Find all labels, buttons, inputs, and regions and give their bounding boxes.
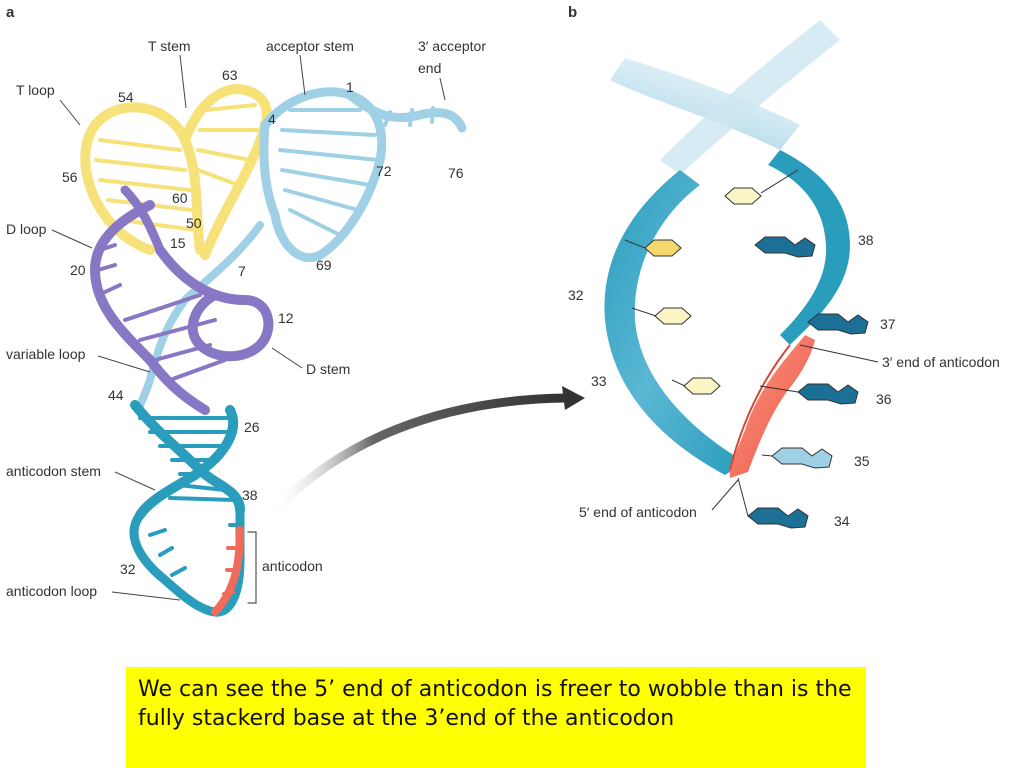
panel-a-letter: a [6, 4, 15, 21]
connecting-arrow [265, 386, 585, 520]
num-69: 69 [316, 257, 332, 273]
num-4: 4 [268, 111, 276, 127]
panel-b-bases [644, 187, 869, 529]
panel-a-numbers: 63 1 54 4 72 76 56 60 50 15 20 7 69 12 4… [62, 67, 464, 577]
upper-ribbon-1 [610, 58, 800, 150]
num-26: 26 [244, 419, 260, 435]
upper-ribbon-2 [660, 20, 840, 175]
t-stem-strand-1 [180, 84, 272, 145]
anticodon-stem-rungs [138, 416, 242, 577]
base-pyrimidine-32 [644, 239, 682, 257]
d-arm-rungs [96, 243, 227, 382]
acceptor-arm [134, 87, 467, 414]
num-76: 76 [448, 165, 464, 181]
anticodon-arm [129, 400, 257, 617]
num-b-38: 38 [858, 232, 874, 248]
acceptor-rungs [278, 106, 435, 237]
label-anticodon-stem: anticodon stem [6, 463, 101, 479]
num-b-32: 32 [568, 287, 584, 303]
num-32: 32 [120, 561, 136, 577]
caption-box: We can see the 5’ end of anticodon is fr… [126, 667, 866, 768]
panel-b: b [568, 4, 1000, 529]
base-purine-36 [797, 383, 859, 405]
panel-a-leaders [51, 54, 446, 601]
anticodon-base-ticks [222, 546, 240, 596]
num-60: 60 [172, 190, 188, 206]
anticodon-bases [211, 526, 244, 616]
panel-b-connectors [624, 169, 879, 517]
num-b-34: 34 [834, 513, 850, 529]
num-12: 12 [278, 310, 294, 326]
anticodon-ribbon-red-edge [729, 344, 791, 471]
base-purine-37 [807, 313, 869, 335]
anticodon-bracket [247, 531, 257, 604]
label-acceptor-stem: acceptor stem [266, 38, 354, 54]
num-44: 44 [108, 387, 124, 403]
num-50: 50 [186, 215, 202, 231]
label-anticodon: anticodon [262, 558, 323, 574]
num-56: 56 [62, 169, 78, 185]
d-stem-loop [155, 245, 274, 362]
acceptor-strand-1 [260, 87, 387, 263]
num-72: 72 [376, 163, 392, 179]
base-pyrimidine-33b [683, 377, 721, 395]
anticodon-stem-strand-1 [130, 400, 245, 515]
num-15: 15 [170, 235, 186, 251]
num-63: 63 [222, 67, 238, 83]
label-d-stem: D stem [306, 361, 350, 377]
label-t-loop: T loop [16, 82, 55, 98]
panel-b-letter: b [568, 4, 577, 21]
panel-a: a [6, 4, 486, 617]
caption-text: We can see the 5’ end of anticodon is fr… [138, 677, 852, 731]
num-7: 7 [238, 263, 246, 279]
acceptor-strand-2 [259, 120, 280, 220]
num-20: 20 [70, 262, 86, 278]
num-54: 54 [118, 89, 134, 105]
label-5-prime-end: 5′ end of anticodon [579, 504, 697, 520]
base-pyrimidine-top [724, 187, 762, 205]
num-b-36: 36 [876, 391, 892, 407]
base-pyrimidine-33a [654, 307, 692, 325]
d-loop-strand [89, 200, 210, 415]
label-variable-loop: variable loop [6, 346, 86, 362]
base-purine-34 [747, 507, 809, 529]
label-t-stem: T stem [148, 38, 191, 54]
num-b-37: 37 [880, 316, 896, 332]
acceptor-tail [345, 90, 467, 133]
label-d-loop: D loop [6, 221, 47, 237]
acceptor-down-strand [134, 221, 264, 414]
num-b-35: 35 [854, 453, 870, 469]
label-acceptor-end-2: end [418, 60, 441, 76]
num-1: 1 [346, 79, 354, 95]
d-arm [89, 185, 274, 415]
anticodon-loop-ribbon-right [768, 150, 850, 345]
anticodon-ribbon-red [729, 335, 815, 478]
t-loop-strand [80, 102, 205, 255]
t-arm-rungs [94, 103, 264, 232]
num-b-33: 33 [591, 373, 607, 389]
base-purine-38 [754, 236, 816, 258]
label-anticodon-loop: anticodon loop [6, 583, 97, 599]
num-38: 38 [242, 487, 258, 503]
label-3-prime-end: 3′ end of anticodon [882, 354, 1000, 370]
base-purine-35 [771, 447, 833, 469]
label-acceptor-end-1: 3′ acceptor [418, 38, 486, 54]
d-strand-mid [120, 185, 165, 255]
